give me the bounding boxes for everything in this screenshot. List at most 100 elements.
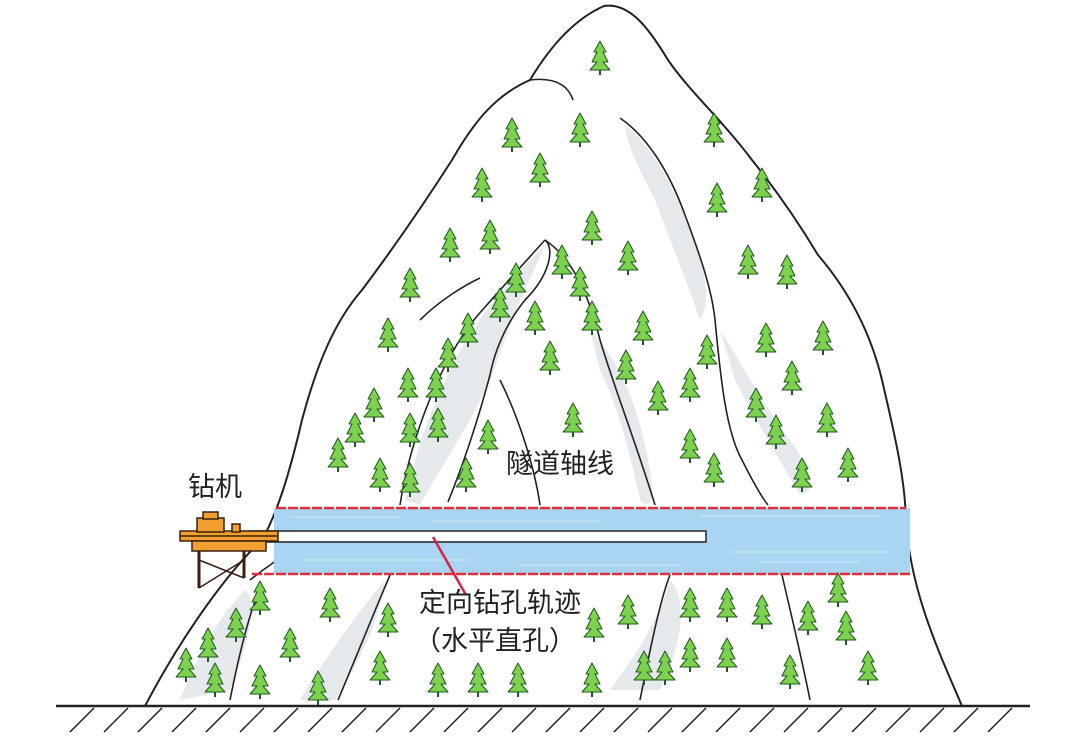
borehole-type-label: （水平直孔）	[414, 626, 576, 657]
pine-tree-icon	[369, 457, 391, 492]
pine-tree-icon	[837, 447, 859, 482]
ground-hatch-line	[579, 707, 605, 733]
ground-hatch-line	[239, 707, 265, 733]
ground-hatch-line	[647, 707, 673, 733]
pine-tree-icon	[477, 419, 499, 454]
horizontal-borehole	[249, 530, 707, 543]
pine-tree-icon	[377, 317, 399, 352]
pine-tree-icon	[505, 262, 527, 297]
pine-tree-icon	[569, 112, 591, 147]
tunnel-water-streaks	[290, 515, 890, 566]
ground-hatch-line	[953, 707, 979, 733]
drill-rig-label: 钻机	[188, 472, 242, 503]
pine-tree-icon	[755, 322, 777, 357]
pine-tree-icon	[581, 210, 603, 245]
pine-tree-icon	[249, 580, 271, 615]
ground-hatch-line	[375, 707, 401, 733]
pine-tree-icon	[827, 572, 849, 607]
pine-tree-icon	[617, 240, 639, 275]
pine-tree-icon	[589, 40, 611, 75]
pine-tree-icon	[617, 594, 639, 629]
pine-tree-icon	[479, 219, 501, 254]
ground-hatch-line	[715, 707, 741, 733]
pine-tree-icon	[501, 117, 523, 152]
ground-hatch-line	[919, 707, 945, 733]
pine-tree-icon	[175, 647, 197, 682]
pine-tree-icon	[319, 587, 341, 622]
ground-hatch-line	[69, 707, 95, 733]
pine-tree-icon	[455, 457, 477, 492]
forest	[175, 40, 879, 705]
pine-tree-icon	[696, 334, 718, 369]
pine-tree-icon	[467, 662, 489, 697]
ground-hatch-line	[545, 707, 571, 733]
pine-tree-icon	[249, 664, 271, 699]
pine-tree-icon	[327, 437, 349, 472]
pine-tree-icon	[781, 360, 803, 395]
ground-hatch-line	[749, 707, 775, 733]
pine-tree-icon	[737, 244, 759, 279]
pine-tree-icon	[679, 587, 701, 622]
pine-tree-icon	[745, 387, 767, 422]
pine-tree-icon	[816, 402, 838, 437]
ground-hatch-line	[205, 707, 231, 733]
ground-hatch-line	[613, 707, 639, 733]
ground-hatch-line	[273, 707, 299, 733]
ground-hatch-line	[817, 707, 843, 733]
ground-hatch-line	[103, 707, 129, 733]
pine-tree-icon	[425, 367, 447, 402]
ground-hatch-line	[307, 707, 333, 733]
pine-tree-icon	[751, 594, 773, 629]
ground-hatch-line	[987, 707, 1013, 733]
pine-tree-icon	[307, 670, 329, 705]
pine-tree-icon	[363, 387, 385, 422]
pine-tree-icon	[581, 300, 603, 335]
pine-tree-icon	[632, 310, 654, 345]
pine-tree-icon	[539, 340, 561, 375]
ground-hatch-line	[885, 707, 911, 733]
pine-tree-icon	[654, 650, 676, 685]
ground-hatch-line	[851, 707, 877, 733]
pine-tree-icon	[471, 167, 493, 202]
pine-tree-icon	[225, 607, 247, 642]
pine-tree-icon	[765, 414, 787, 449]
ground-hatch-line	[783, 707, 809, 733]
pine-tree-icon	[369, 650, 391, 685]
borehole-track-label: 定向钻孔轨迹	[419, 588, 581, 619]
pine-tree-icon	[835, 610, 857, 645]
pine-tree-icon	[197, 627, 219, 662]
pine-tree-icon	[791, 457, 813, 492]
pine-tree-icon	[776, 254, 798, 289]
pine-tree-icon	[703, 112, 725, 147]
pine-tree-icon	[529, 152, 551, 187]
pine-tree-icon	[706, 182, 728, 217]
pine-tree-icon	[716, 637, 738, 672]
ground-hatch-line	[409, 707, 435, 733]
ground-hatching	[69, 707, 1013, 733]
pine-tree-icon	[399, 462, 421, 497]
pine-tree-icon	[279, 627, 301, 662]
pine-tree-icon	[489, 287, 511, 322]
pine-tree-icon	[551, 244, 573, 279]
pine-tree-icon	[562, 402, 584, 437]
pine-tree-icon	[581, 662, 603, 697]
pine-tree-icon	[399, 412, 421, 447]
pine-tree-icon	[583, 607, 605, 642]
ground-hatch-line	[681, 707, 707, 733]
borehole-leader-line	[431, 536, 468, 596]
pine-tree-icon	[399, 267, 421, 302]
pine-tree-icon	[779, 654, 801, 689]
tunnel-axis-label: 隧道轴线	[506, 449, 614, 480]
drill-rig-icon	[179, 511, 279, 589]
pine-tree-icon	[437, 337, 459, 372]
pine-tree-icon	[457, 312, 479, 347]
ground-hatch-line	[443, 707, 469, 733]
pine-tree-icon	[427, 407, 449, 442]
rock-shading	[180, 125, 811, 700]
pine-tree-icon	[679, 367, 701, 402]
pine-tree-icon	[857, 650, 879, 685]
pine-tree-icon	[679, 637, 701, 672]
pine-tree-icon	[797, 600, 819, 635]
pine-tree-icon	[703, 452, 725, 487]
pine-tree-icon	[204, 662, 226, 697]
